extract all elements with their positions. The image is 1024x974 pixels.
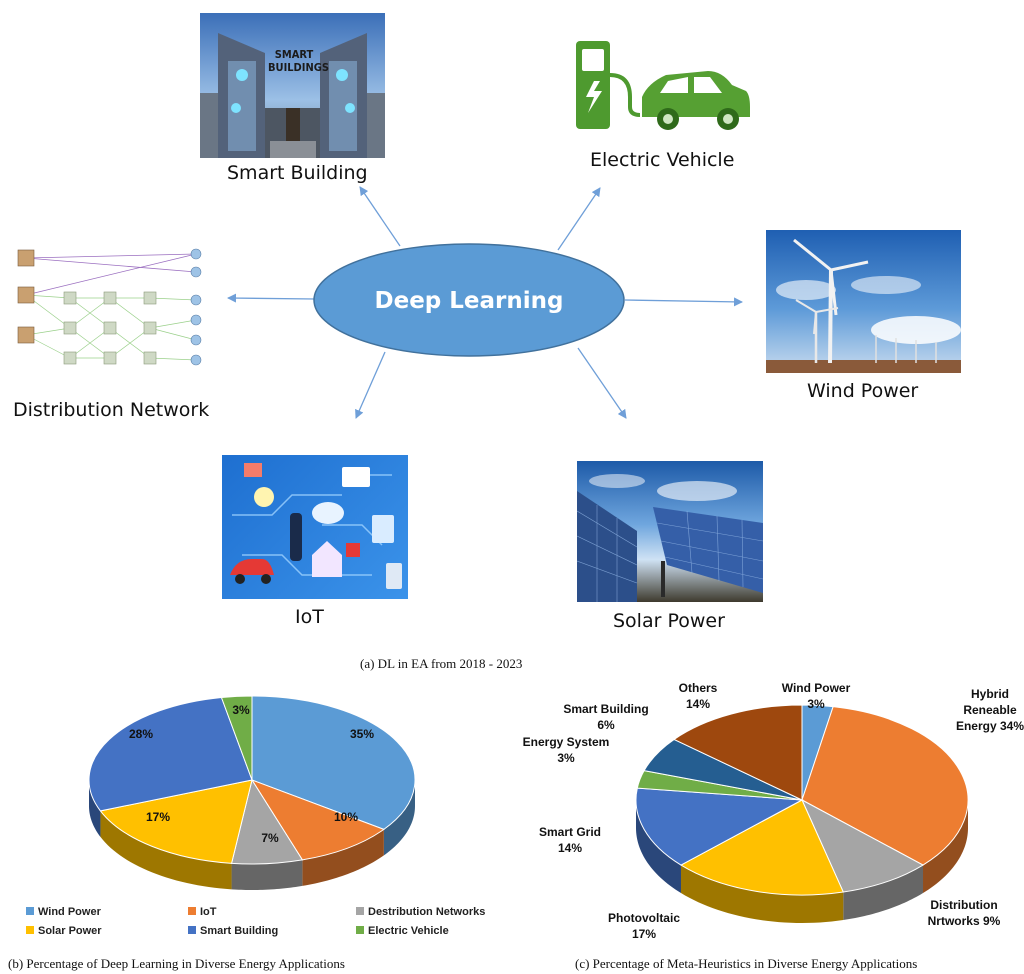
pie-label-iot: 10% <box>334 810 358 824</box>
pie-label-solar-power: 17% <box>146 810 170 824</box>
pie-label-destribution-networks: 7% <box>261 831 279 845</box>
legend-item-destribution-networks: Destribution Networks <box>356 906 485 918</box>
pie-slice-smart-building <box>88 696 253 812</box>
hub-label: Deep Learning <box>375 288 564 314</box>
iot-label: IoT <box>295 606 324 628</box>
legend-label: Solar Power <box>38 925 102 937</box>
pie-slice-others <box>673 704 803 801</box>
pie-side-destribution-networks <box>231 859 303 890</box>
legend-item-solar-power: Solar Power <box>26 925 102 937</box>
legend-swatch <box>356 926 364 934</box>
pie-top <box>635 704 969 896</box>
pie-side-photovoltaic <box>680 865 844 923</box>
pie-slice-distribution-nrtworks <box>800 798 925 893</box>
wind-power-drawing <box>766 238 961 373</box>
deep-learning-hub <box>313 243 625 357</box>
iot-image <box>222 455 408 599</box>
pie-slice-electric-vehicle <box>220 695 253 781</box>
legend-item-wind-power: Wind Power <box>26 906 102 918</box>
smart-building-drawing <box>200 33 385 158</box>
legend-item-smart-building: Smart Building <box>188 925 278 937</box>
legend-label: IoT <box>200 906 217 918</box>
arrow-to-solar-power <box>577 347 627 419</box>
legend-label: Wind Power <box>38 906 102 918</box>
pie-label-wind-power: 35% <box>350 727 374 741</box>
distribution-network-drawing <box>17 248 202 366</box>
electric-vehicle-label: Electric Vehicle <box>590 149 735 171</box>
legend-item-iot: IoT <box>188 906 217 918</box>
diagram-canvas: Deep Learning <box>227 186 743 419</box>
distribution-network-label: Distribution Network <box>13 399 210 421</box>
legend-swatch <box>188 926 196 934</box>
arrow-to-electric-vehicle <box>557 187 601 251</box>
electric-vehicle-drawing <box>576 41 750 130</box>
pie-slice-hybrid-reneable-energy <box>801 706 969 866</box>
arrow-to-distribution-network <box>227 293 316 303</box>
legend-swatch <box>26 926 34 934</box>
pie-slice-solar-power <box>99 779 253 864</box>
pie-side-walls <box>89 780 415 890</box>
pie-label-smart-building: 28% <box>129 727 153 741</box>
legend-swatch <box>188 907 196 915</box>
legend-label: Smart Building <box>200 925 278 937</box>
pie-side-iot <box>302 829 384 886</box>
pie-labels: 35% 10% 7% 17% 28% 3% <box>129 703 374 845</box>
pie-side-distribution-nrtworks <box>843 865 924 921</box>
pie-side-hybrid-reneable-energy <box>923 800 968 894</box>
distribution-network-image <box>8 240 213 390</box>
caption-c: (c) Percentage of Meta-Heuristics in Div… <box>575 956 918 971</box>
connector-arrows <box>227 186 743 419</box>
pie-legend: Wind Power IoT Destribution NetworksSolar … <box>26 906 485 937</box>
solar-power-label: Solar Power <box>613 610 725 632</box>
arrow-to-smart-building <box>359 186 401 247</box>
pie-slice-iot <box>250 779 385 861</box>
caption-a: (a) DL in EA from 2018 - 2023 <box>360 656 523 671</box>
legend-label: Electric Vehicle <box>368 925 449 937</box>
wind-power-label: Wind Power <box>807 380 919 402</box>
electric-vehicle-image <box>570 35 755 135</box>
arrow-to-iot <box>355 351 386 419</box>
legend-item-electric-vehicle: Electric Vehicle <box>356 925 449 937</box>
pie-chart-deep-learning: 35% 10% 7% 17% 28% 3% Wind Power IoT Destributio… <box>26 695 485 937</box>
pie-slice-photovoltaic <box>679 799 845 896</box>
pie-slice-smart-grid <box>635 787 804 866</box>
smart-building-label: Smart Building <box>227 162 368 184</box>
pie-side-wind-power <box>383 780 415 856</box>
legend-swatch <box>356 907 364 915</box>
pie-side-smart-building <box>89 780 101 837</box>
legend-swatch <box>26 907 34 915</box>
pie-top <box>88 695 416 865</box>
arrow-to-wind-power <box>624 297 743 307</box>
pie-side-smart-grid <box>636 800 681 894</box>
caption-b: (b) Percentage of Deep Learning in Diver… <box>8 956 345 971</box>
solar-power-drawing <box>577 474 763 602</box>
legend-label: Destribution Networks <box>368 906 485 918</box>
pie-side-solar-power <box>100 810 232 890</box>
pie-slice-wind-power <box>251 695 416 830</box>
pie-label-electric-vehicle: 3% <box>232 703 250 717</box>
solar-power-image <box>577 461 763 602</box>
wind-power-image <box>766 230 961 373</box>
iot-drawing <box>230 463 402 589</box>
pie-side-walls <box>636 800 968 923</box>
